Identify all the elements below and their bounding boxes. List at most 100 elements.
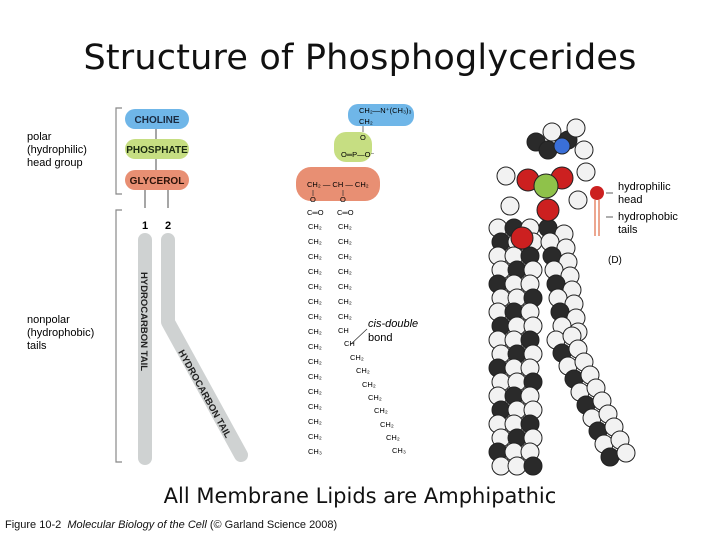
tail-number-1: 1 [142,220,148,232]
chain-2-ch2: CH₂ [368,393,382,402]
chain-1-ch2: CH₂ [308,222,322,231]
oxygen-atom [510,226,534,250]
hydrophilic-label: (hydrophilic) [27,144,87,156]
panel-c-space-filling-model [488,118,636,476]
chain-2-ch2: CH₂ [380,420,394,429]
chain-1-ch2: CH₂ [308,312,322,321]
hydrophobic-tails-line1: hydrophobic [618,211,678,223]
carbonyl-1: C═O [307,208,324,217]
head-bracket [115,107,122,195]
hydrophilic-head-line1: hydrophilic [618,181,671,193]
chain-1-ch2: CH₂ [308,402,322,411]
chain-1-ch3: CH₃ [308,447,322,456]
head-group-label: head group [27,157,83,169]
chain-2-ch2: CH₂ [350,353,364,362]
chain-1: CH₂ CH₂ CH₂ CH₂ CH₂ CH₂ CH₂ CH₂ CH₂ CH₂ CH₂ CH₂ CH₂ C… [308,222,322,456]
chain-1-ch2: CH₂ [308,327,322,336]
chain-1-ch2: CH₂ [308,282,322,291]
oxygen-atom [536,198,560,222]
phosphate-formula-bg [334,132,372,162]
chain-2-ch2: CH₂ [338,237,352,246]
polar-label: polar [27,131,52,143]
glycerol-label: GLYCEROL [130,176,185,187]
hydrogen-atom [616,443,636,463]
hydrophilic-head-line2: head [618,194,642,206]
chain-2-ch2: CH₂ [338,312,352,321]
phosphate-box [125,139,189,159]
glycerol-box [125,170,189,190]
tail-2-label: HYDROCARBON TAIL [175,348,233,440]
panel-a-schematic: polar (hydrophilic) head group nonpolar … [27,107,248,465]
carbon-atom [600,447,620,467]
choline-box [125,109,189,129]
choline-formula-bg [348,104,414,126]
choline-label: CHOLINE [135,115,180,126]
chain-2-ch: CH [344,339,355,348]
chain-1-ch2: CH₂ [308,357,322,366]
cis-label-line1: cis-double [368,318,418,330]
chain-1-ch2: CH₂ [308,387,322,396]
tail-1-label: HYDROCARBON TAIL [138,272,149,371]
caption-credit: (© Garland Science 2008) [209,519,338,531]
phosphate-formula: O═P—O⁻ [341,150,374,159]
slide-subtitle: All Membrane Lipids are Amphipathic [163,484,557,508]
slide-title: Structure of Phosphoglycerides [83,38,637,78]
chain-2-ch2: CH₂ [356,366,370,375]
nitrogen-atom [553,137,571,155]
chain-2-ch: CH [338,326,349,335]
chain-2-ch2: CH₂ [338,267,352,276]
chain-2-ch2: CH₂ [386,433,400,442]
chain-2-ch2: CH₂ [338,282,352,291]
carbon-atom [523,456,543,476]
tails-label: tails [27,340,47,352]
hydrogen-atom [574,140,594,160]
panel-d-symbol: hydrophilic head hydrophobic tails (D) [590,181,678,266]
chain-1-ch2: CH₂ [308,372,322,381]
figure-caption: Figure 10-2 Molecular Biology of the Cel… [5,519,337,531]
cis-label-line2: bond [368,332,392,344]
hydrogen-atom [507,456,527,476]
tail-bracket [115,209,122,463]
chain-2-ch2: CH₂ [338,222,352,231]
glycerol-formula-bg [296,167,380,201]
chain-1-ch2: CH₂ [308,297,322,306]
panel-b-formula: CH₂—N⁺(CH₃)₃ CH₂ O O═P—O⁻ O CH₂ — CH — C… [296,104,418,456]
hydrogen-atom [568,190,588,210]
tail-2 [161,233,248,462]
chain-1-ch2: CH₂ [308,417,322,426]
hydrogen-atom [542,122,562,142]
cis-pointer [349,328,368,346]
caption-prefix: Figure 10-2 [5,519,62,531]
chain-1-ch2: CH₂ [308,267,322,276]
hydrogen-atom [491,456,511,476]
hydrogen-atom [500,196,520,216]
chain-1-ch2: CH₂ [308,252,322,261]
formula-ch2-a: CH₂ [359,117,373,126]
chain-1-ch2: CH₂ [308,432,322,441]
chain-1-ch2: CH₂ [308,342,322,351]
chain-2-ch2: CH₂ [374,406,388,415]
hydrophobic-tails-line2: tails [618,224,638,236]
chain-2-ch3: CH₃ [392,446,406,455]
carbonyl-2: C═O [337,208,354,217]
glycerol-formula: CH₂ — CH — CH₂ [307,180,369,189]
formula-o-top: O [360,133,366,142]
chain-2-ch2: CH₂ [362,380,376,389]
nonpolar-label: nonpolar [27,314,70,326]
chain-1-ch2: CH₂ [308,237,322,246]
caption-book: Molecular Biology of the Cell [67,519,207,531]
hydrogen-atom [566,118,586,138]
symbol-head [590,186,604,200]
chain-2-ch2: CH₂ [338,297,352,306]
formula-o-right: O [340,195,346,204]
hydrophobic-label: (hydrophobic) [27,327,94,339]
hydrogen-atom [496,166,516,186]
hydrogen-atom [576,162,596,182]
phosphate-label: PHOSPHATE [126,145,188,156]
choline-formula: CH₂—N⁺(CH₃)₃ [359,106,412,115]
panel-d-letter: (D) [608,255,622,266]
phosphorus-atom [533,173,559,199]
formula-o-left: O [310,195,316,204]
chain-2: CH₂ CH₂ CH₂ CH₂ CH₂ CH₂ CH₂ CH CH CH₂ CH₂ CH₂ CH₂ CH₂… [338,222,406,455]
